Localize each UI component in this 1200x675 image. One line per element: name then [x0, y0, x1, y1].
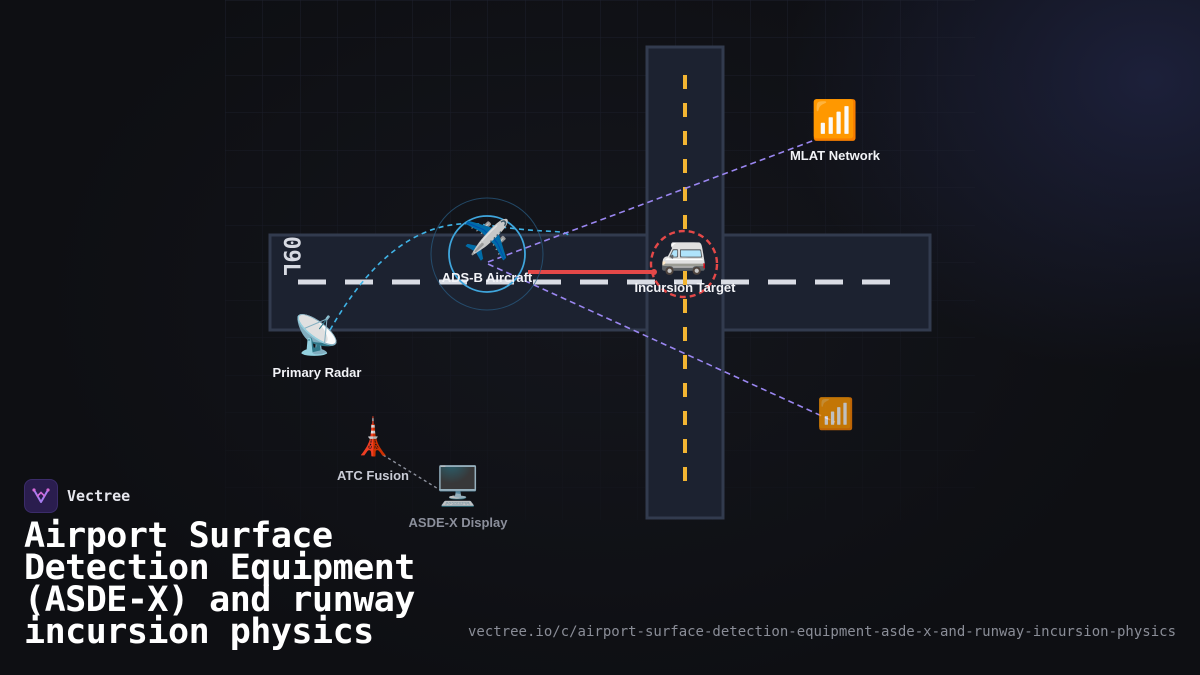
monitor-icon: 🖥️	[434, 464, 482, 508]
primary-radar-label: Primary Radar	[272, 365, 362, 380]
fusion-display-link	[382, 454, 441, 491]
mlat-link-upper	[487, 139, 816, 263]
brand-name: Vectree	[67, 487, 131, 505]
asdex-display-label: ASDE-X Display	[408, 515, 508, 530]
mlat-network-label: MLAT Network	[789, 148, 881, 163]
tower-icon: 🗼	[350, 417, 396, 458]
page-title: Airport Surface Detection Equipment (ASD…	[24, 516, 415, 652]
signal-bars-icon: 📶	[817, 397, 855, 432]
satellite-dish-icon: 📡	[293, 313, 341, 357]
primary-radar-link	[329, 222, 571, 331]
aircraft-track-ring-outer	[430, 197, 544, 311]
incursion-alert-ring	[649, 229, 719, 299]
van-icon: 🚐	[660, 232, 708, 276]
incursion-target-label: Incursion Target	[634, 280, 736, 295]
runway-designator: 09L	[278, 236, 304, 276]
vectree-logo-icon	[24, 479, 58, 513]
atc-fusion-label: ATC Fusion	[337, 468, 409, 483]
adsb-aircraft-label: ADS-B Aircraft	[441, 270, 533, 285]
airplane-icon: ✈️	[463, 218, 511, 262]
source-url[interactable]: vectree.io/c/airport-surface-detection-e…	[467, 624, 1176, 640]
aircraft-track-ring-inner	[448, 215, 526, 293]
brand: Vectree	[24, 479, 130, 513]
signal-bars-icon: 📶	[811, 98, 859, 142]
mlat-link-lower	[487, 263, 836, 423]
